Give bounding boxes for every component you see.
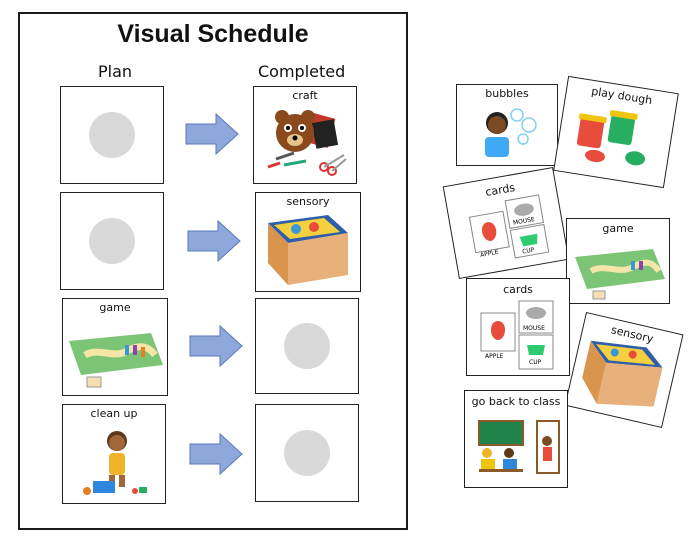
card-sensory[interactable]: sensory <box>564 311 684 429</box>
card-bubbles[interactable]: bubbles <box>456 84 558 166</box>
sensory-table-icon <box>582 340 663 407</box>
plan-card-game[interactable]: game <box>62 298 168 396</box>
plan-heading: Plan <box>98 62 133 81</box>
card-label: sensory <box>286 195 330 208</box>
card-go-back-to-class[interactable]: go back to class <box>464 390 568 488</box>
completed-slot-3[interactable] <box>255 298 359 394</box>
empty-slot-circle <box>89 112 135 158</box>
schedule-title: Visual Schedule <box>117 20 309 48</box>
card-label: game <box>602 222 634 235</box>
word-cup: CUP <box>529 359 542 366</box>
completed-slot-4[interactable] <box>255 404 359 502</box>
card-cards-2[interactable]: cards APPLE MOUSE CUP <box>466 278 570 376</box>
classroom-icon <box>478 420 560 474</box>
plan-slot-2[interactable] <box>60 192 164 290</box>
bubbles-child-icon <box>485 108 537 157</box>
sensory-table-icon <box>268 215 348 285</box>
picture-cards-icon <box>468 194 550 259</box>
card-game[interactable]: game <box>566 218 670 304</box>
completed-card-craft[interactable]: craft <box>253 86 357 184</box>
card-label: go back to class <box>471 395 561 408</box>
craft-bear-icon <box>267 110 347 176</box>
card-label: game <box>99 301 131 314</box>
completed-card-sensory[interactable]: sensory <box>255 192 361 292</box>
card-play-dough[interactable]: play dough <box>553 75 679 189</box>
visual-schedule-sheet: Visual Schedule Plan Completed craft <box>18 12 408 530</box>
clean-up-child-icon <box>83 431 147 495</box>
empty-slot-circle <box>89 218 135 264</box>
card-cards-1[interactable]: cards APPLE MOUSE CUP <box>442 166 570 280</box>
board-game-icon <box>69 333 163 388</box>
completed-heading: Completed <box>258 62 346 81</box>
card-label: craft <box>292 89 318 102</box>
arrow-right-icon <box>189 324 243 368</box>
plan-card-clean-up[interactable]: clean up <box>62 404 166 504</box>
word-apple: APPLE <box>485 353 504 360</box>
board-game-icon <box>575 249 665 300</box>
arrow-right-icon <box>185 112 239 156</box>
plan-slot-1[interactable] <box>60 86 164 184</box>
empty-slot-circle <box>284 323 330 369</box>
word-mouse: MOUSE <box>523 325 545 332</box>
arrow-right-icon <box>189 432 243 476</box>
picture-cards-icon <box>480 300 554 370</box>
card-label: cards <box>503 283 533 296</box>
card-label: clean up <box>90 407 138 420</box>
card-label: bubbles <box>485 87 529 100</box>
arrow-right-icon <box>187 219 241 263</box>
play-dough-icon <box>576 110 646 166</box>
empty-slot-circle <box>284 430 330 476</box>
